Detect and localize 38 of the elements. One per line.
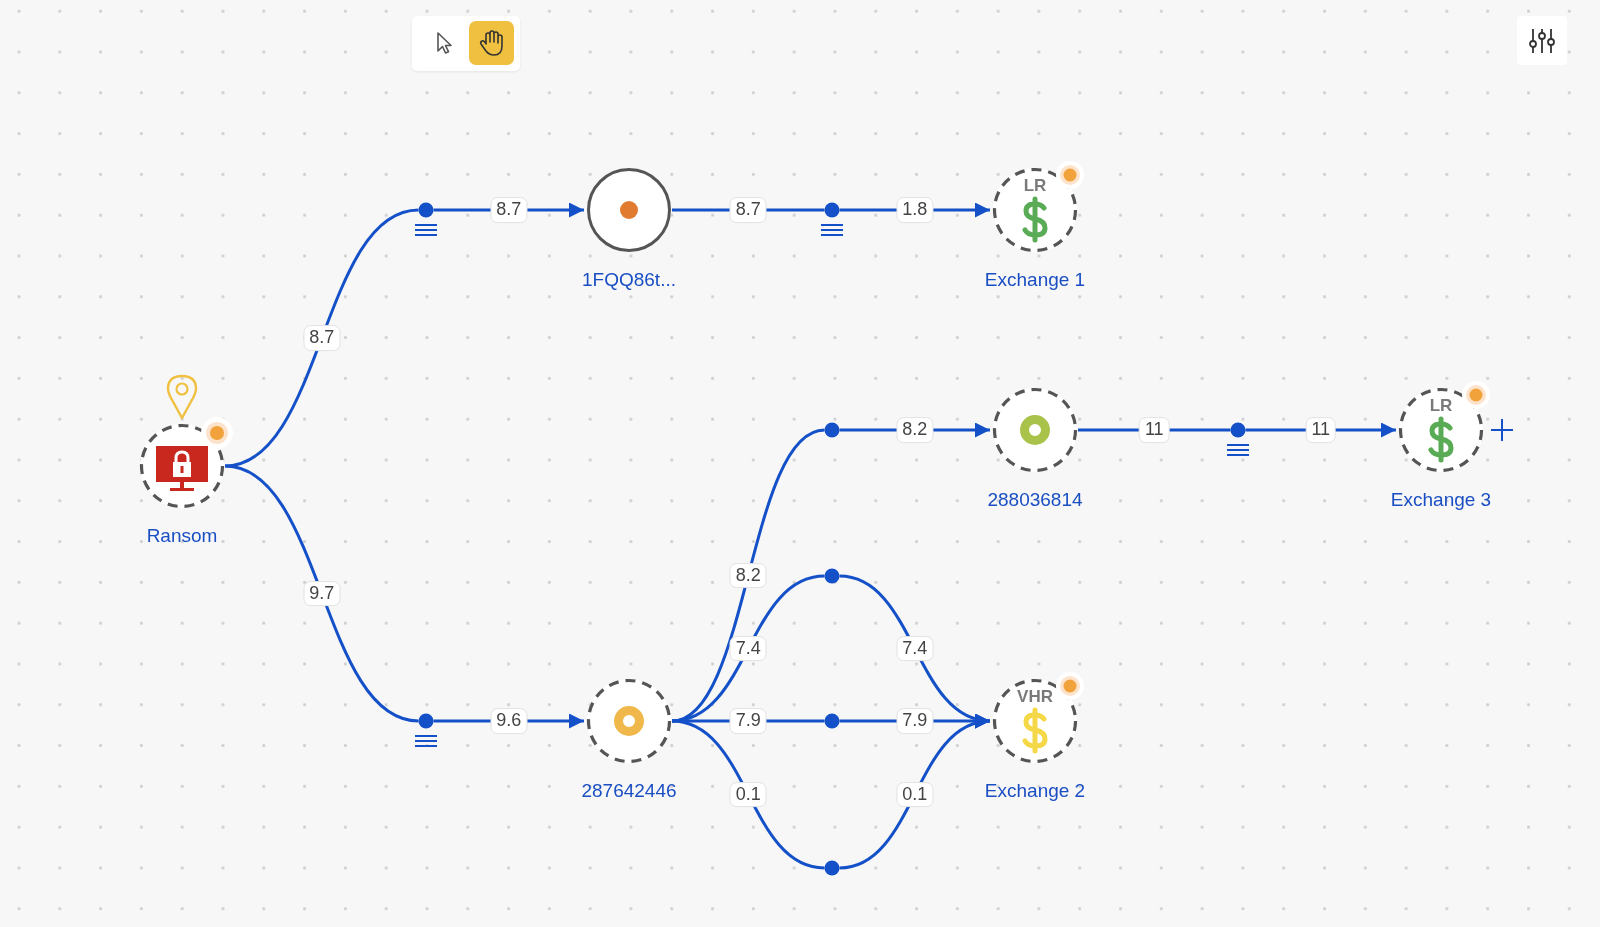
edge-label: 7.4 (896, 635, 934, 662)
edge-label: 8.2 (729, 562, 767, 589)
edge-label: 8.7 (303, 325, 341, 351)
junction-dot (824, 860, 840, 876)
junction-dot (418, 713, 434, 729)
node-label: Ransom (146, 525, 218, 547)
edge-label: 8.2 (896, 417, 934, 443)
junction-dot (824, 422, 840, 438)
node-label: Exchange 3 (1390, 489, 1492, 511)
junction-dot (418, 202, 434, 218)
edge-label: 7.9 (896, 708, 934, 734)
edge-label: 8.7 (490, 197, 528, 223)
edge-label: 0.1 (896, 781, 934, 808)
junction-dot (824, 713, 840, 729)
edge-label: 11 (1305, 417, 1337, 443)
edge-label: 0.1 (729, 781, 767, 808)
node-label: Exchange 1 (984, 269, 1086, 291)
edge-label: 11 (1138, 417, 1170, 443)
edge-label: 9.7 (303, 580, 341, 607)
arrow (839, 716, 991, 870)
edge-label: 9.6 (490, 708, 528, 734)
node-label: 288036814 (987, 489, 1083, 511)
badge-label: LR (1023, 177, 1047, 194)
junction-dot (824, 202, 840, 218)
edge-label: 7.9 (729, 708, 767, 734)
edge-label: 7.4 (729, 635, 767, 662)
connector-line (671, 574, 825, 723)
junction-dot (824, 568, 840, 584)
edge-label: 1.8 (896, 197, 934, 223)
node-label: 287642446 (581, 780, 677, 802)
node-label: 1FQQ86t... (582, 269, 676, 291)
connector-line (224, 464, 419, 723)
junction-dot (1230, 422, 1246, 438)
badge-label: LR (1429, 397, 1453, 414)
connector-line (224, 208, 419, 468)
node-label: Exchange 2 (984, 780, 1086, 802)
edge-label: 8.7 (729, 197, 767, 223)
badge-label: VHR (1017, 688, 1053, 705)
